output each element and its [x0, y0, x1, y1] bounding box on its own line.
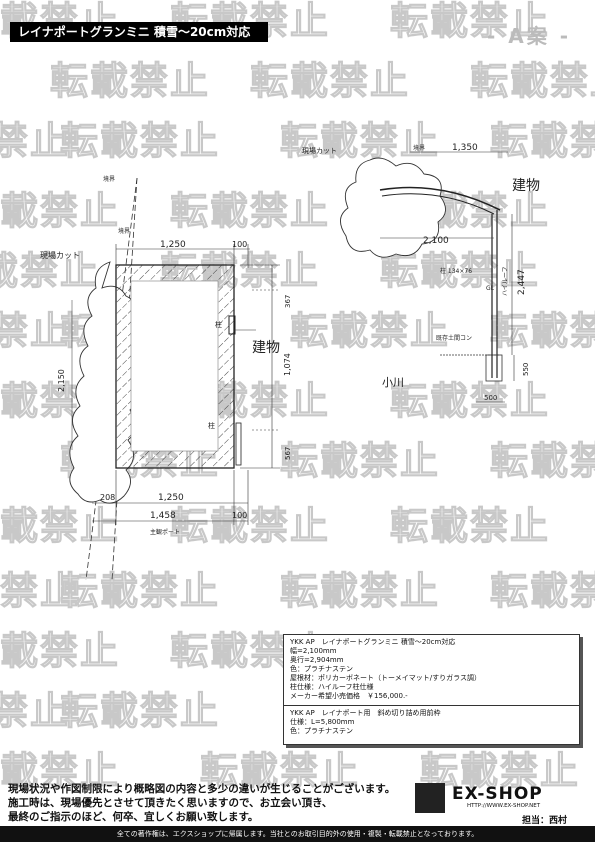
brand-url: HTTP://WWW.EX-SHOP.NET — [467, 803, 541, 809]
dim-left-offset: 208 — [100, 493, 115, 502]
dim-top-width: 1,250 — [160, 240, 186, 250]
spec-line: 色：プラチナステン — [290, 665, 353, 673]
spec-price: メーカー希望小売価格 ￥156,000.- — [290, 692, 408, 700]
boundary-label: 境界 — [413, 144, 425, 152]
boundary-label: 境界 — [118, 227, 130, 235]
post-label: 柱 — [215, 320, 222, 329]
dim-bottom-width: 1,250 — [158, 493, 184, 503]
dim-base: 500 — [484, 394, 497, 402]
notice-line: 現場状況や作図制限により概略図の内容と多少の違いが生じることがございます。 — [8, 783, 396, 795]
ex-shop-logo-icon — [415, 783, 445, 813]
boundary-label: 境界 — [103, 175, 115, 183]
dim-width: 2,100 — [423, 236, 449, 246]
dim-bottom-offset: 100 — [232, 511, 247, 520]
spec-line: 仕様：L=5,800mm — [290, 718, 355, 726]
brand-name: EX-SHOP — [452, 784, 543, 804]
post-size-label: 柱 134×76 — [440, 267, 472, 275]
spec-line: YKK AP レイナポートグランミニ 積雪～20cm対応 — [290, 638, 456, 646]
dim-bottom-total: 1,458 — [150, 511, 176, 521]
elevation-view: 現場カット 境界 1,350 建物 2,100 柱 134×76 GL ハイルー… — [302, 143, 540, 403]
dim-top-offset: 100 — [232, 240, 247, 249]
river-label: 小川 — [382, 376, 404, 389]
roof-label: ハイルーフ — [502, 266, 509, 296]
dim-right-mid: 1,074 — [283, 353, 292, 376]
notice: 現場状況や作図制限により概略図の内容と多少の違いが生じることがございます。 施工… — [8, 782, 408, 824]
spec-line: 幅=2,100mm — [290, 647, 337, 655]
notice-line: 施工時は、現場優先とさせて頂きたく思いますので、お立会い頂き、 — [8, 797, 333, 809]
dim-right-top: 367 — [284, 295, 292, 308]
plan-view: 境界 境界 現場カット 1,250 100 柱 柱 建物 小川 208 1,25… — [40, 175, 404, 581]
foundation-label: 既存土間コン — [436, 334, 472, 342]
dim-depth: 1,350 — [452, 143, 478, 153]
notice-line: 最終のご指示のほど、何卒、宜しくお願い致します。 — [8, 811, 259, 823]
spec-section-frame: YKK AP レイナポート用 斜め切り詰め用前枠 仕様：L=5,800mm 色：… — [284, 705, 579, 736]
dim-left-depth: 2,150 — [57, 369, 66, 392]
onsite-cut-label: 現場カット — [40, 250, 80, 260]
spec-line: 柱仕様：ハイルーフ柱仕様 — [290, 683, 374, 691]
foundation — [485, 354, 503, 382]
onsite-cut-label: 現場カット — [302, 146, 337, 155]
spec-line: 色：プラチナステン — [290, 727, 353, 735]
dim-right-bottom: 567 — [284, 447, 292, 460]
spec-box: YKK AP レイナポートグランミニ 積雪～20cm対応 幅=2,100mm 奥… — [283, 634, 580, 745]
building-label: 建物 — [512, 178, 540, 194]
post-mark — [235, 422, 242, 466]
spec-line: 奥行=2,904mm — [290, 656, 344, 664]
spec-line: YKK AP レイナポート用 斜め切り詰め用前枠 — [290, 709, 441, 717]
rear-label: 主観ポート — [150, 528, 180, 536]
post-mark — [228, 315, 236, 335]
gl-label: GL — [486, 285, 495, 292]
post-label: 柱 — [208, 421, 215, 430]
page-title: レイナポートグランミニ 積雪～20cm対応 — [10, 22, 268, 42]
staff-name: 担当：西村 — [522, 816, 568, 826]
footer-copyright: 全ての著作権は、エクスショップに帰属します。当社とのお取引目的外の使用・複製・転… — [0, 826, 595, 842]
dim-foundation-depth: 550 — [522, 363, 530, 376]
onsite-cut-cloud — [340, 157, 446, 258]
dim-height: 2,447 — [517, 269, 527, 295]
plan-label: - A案 - — [486, 24, 571, 48]
roof-line — [379, 186, 501, 211]
building-label: 建物 — [252, 340, 280, 356]
spec-line: 屋根材：ポリカーボネート（トーメイマット/すりガラス調） — [290, 674, 481, 682]
